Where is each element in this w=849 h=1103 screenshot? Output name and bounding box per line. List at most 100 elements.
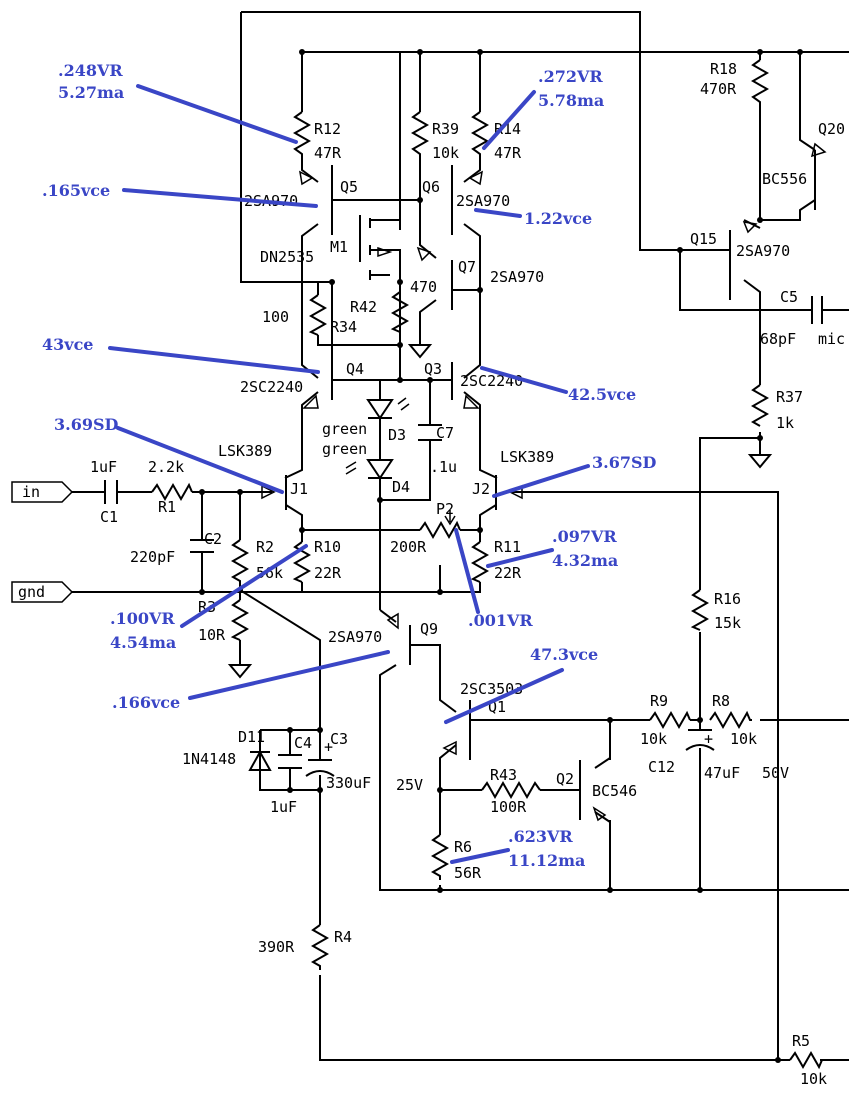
- resistor-r11: [470, 541, 490, 583]
- label-r43: R43: [490, 766, 517, 784]
- label-c12: C12: [648, 758, 675, 776]
- label-p2: P2: [436, 500, 454, 518]
- input-port-gnd: [11, 581, 74, 603]
- annotation-r12-vr: .248VR: [58, 61, 123, 80]
- capacitor-c5: [811, 296, 823, 324]
- resistor-r43: [481, 780, 541, 800]
- voltage-25v: 25V: [396, 776, 423, 794]
- label-q6: Q6: [422, 178, 440, 196]
- annotation-q4-vce: 43vce: [42, 335, 93, 354]
- type-q4: 2SC2240: [240, 378, 303, 396]
- type-q3: 2SC2240: [460, 372, 523, 390]
- label-r2: R2: [256, 538, 274, 556]
- resistor-r3: [230, 599, 250, 641]
- input-port-in: [11, 481, 74, 503]
- value-c2: 220pF: [130, 548, 175, 566]
- annotation-q1-vce: 47.3vce: [530, 645, 598, 664]
- resistor-r37: [750, 384, 770, 427]
- label-c4: C4: [294, 734, 312, 752]
- resistor-r39: [410, 111, 430, 159]
- type-q7: 2SA970: [490, 268, 544, 286]
- label-j2: J2: [472, 480, 490, 498]
- label-c3: C3: [330, 730, 348, 748]
- annotation-q9-vce: .166vce: [112, 693, 180, 712]
- label-d3: D3: [388, 426, 406, 444]
- value-r6: 56R: [454, 864, 482, 882]
- capacitor-c12: [685, 729, 715, 751]
- resistor-r18: [750, 59, 770, 105]
- annotation-j2-sd: 3.67SD: [592, 453, 657, 472]
- label-r8: R8: [712, 692, 730, 710]
- label-bc556: BC556: [762, 170, 807, 188]
- port-gnd-label: gnd: [18, 583, 45, 601]
- resistor-r8: [709, 710, 752, 730]
- label-m1: M1: [330, 238, 348, 256]
- annotation-r14-vr: .272VR: [538, 67, 603, 86]
- annotation-q5-vce: .165vce: [42, 181, 110, 200]
- value-r43: 100R: [490, 798, 527, 816]
- diode-d3: [366, 399, 394, 420]
- label-q7: Q7: [458, 258, 476, 276]
- type-q9: 2SA970: [328, 628, 382, 646]
- resistor-r6: [430, 834, 450, 880]
- label-r39: R39: [432, 120, 459, 138]
- value-r14: 47R: [494, 144, 522, 162]
- label-r12: R12: [314, 120, 341, 138]
- value-r34: 100: [262, 308, 289, 326]
- label-r34: R34: [330, 318, 357, 336]
- diode-d11: [248, 749, 272, 771]
- label-r37: R37: [776, 388, 803, 406]
- label-lsk389-b: LSK389: [500, 448, 554, 466]
- type-q6: 2SA970: [456, 192, 510, 210]
- label-c7: C7: [436, 424, 454, 442]
- type-q1: 2SC3503: [460, 680, 523, 698]
- value-r8: 10k: [730, 730, 757, 748]
- annotation-r6-ma: 11.12ma: [508, 851, 585, 870]
- label-d3-color-a: green: [322, 420, 367, 438]
- label-r9: R9: [650, 692, 668, 710]
- resistor-r9: [649, 710, 691, 730]
- label-r1: R1: [158, 498, 176, 516]
- annotation-j1-sd: 3.69SD: [54, 415, 119, 434]
- label-j1: J1: [290, 480, 308, 498]
- annotation-r11-vr: .097VR: [552, 527, 617, 546]
- label-c2: C2: [204, 530, 222, 548]
- value-c5: 68pF: [760, 330, 796, 348]
- junctions: [199, 49, 803, 1063]
- annotation-r10-vr: .100VR: [110, 609, 175, 628]
- label-d11: D11: [238, 728, 265, 746]
- type-q2: BC546: [592, 782, 637, 800]
- label-dn2535: DN2535: [260, 248, 314, 266]
- resistor-r2: [230, 539, 250, 585]
- resistor-r10: [292, 541, 312, 583]
- resistor-r34: [308, 294, 328, 336]
- resistor-r12: [292, 111, 312, 159]
- capacitor-c2: [190, 539, 214, 553]
- value-r16: 15k: [714, 614, 741, 632]
- annotation-r11-ma: 4.32ma: [552, 551, 618, 570]
- capacitor-c4: [278, 754, 302, 769]
- label-q20: Q20: [818, 120, 845, 138]
- label-r42: R42: [350, 298, 377, 316]
- annotation-r12-ma: 5.27ma: [58, 83, 124, 102]
- label-q5: Q5: [340, 178, 358, 196]
- label-q4: Q4: [346, 360, 364, 378]
- annotation-r10-ma: 4.54ma: [110, 633, 176, 652]
- ground-icon: [747, 454, 773, 469]
- capacitor-c3: [305, 759, 335, 777]
- label-r6: R6: [454, 838, 472, 856]
- label-q3: Q3: [424, 360, 442, 378]
- wires: [72, 11, 849, 1061]
- value-c3: 330uF: [326, 774, 371, 792]
- annotation-p2-vr: .001VR: [468, 611, 533, 630]
- type-c5: mic: [818, 330, 845, 348]
- value-c12: 47uF: [704, 764, 740, 782]
- value-c1: 1uF: [90, 458, 117, 476]
- value-p2: 200R: [390, 538, 427, 556]
- resistor-r4: [310, 924, 330, 970]
- label-r11: R11: [494, 538, 521, 556]
- annotation-r14-ma: 5.78ma: [538, 91, 604, 110]
- label-r18: R18: [710, 60, 737, 78]
- label-q15: Q15: [690, 230, 717, 248]
